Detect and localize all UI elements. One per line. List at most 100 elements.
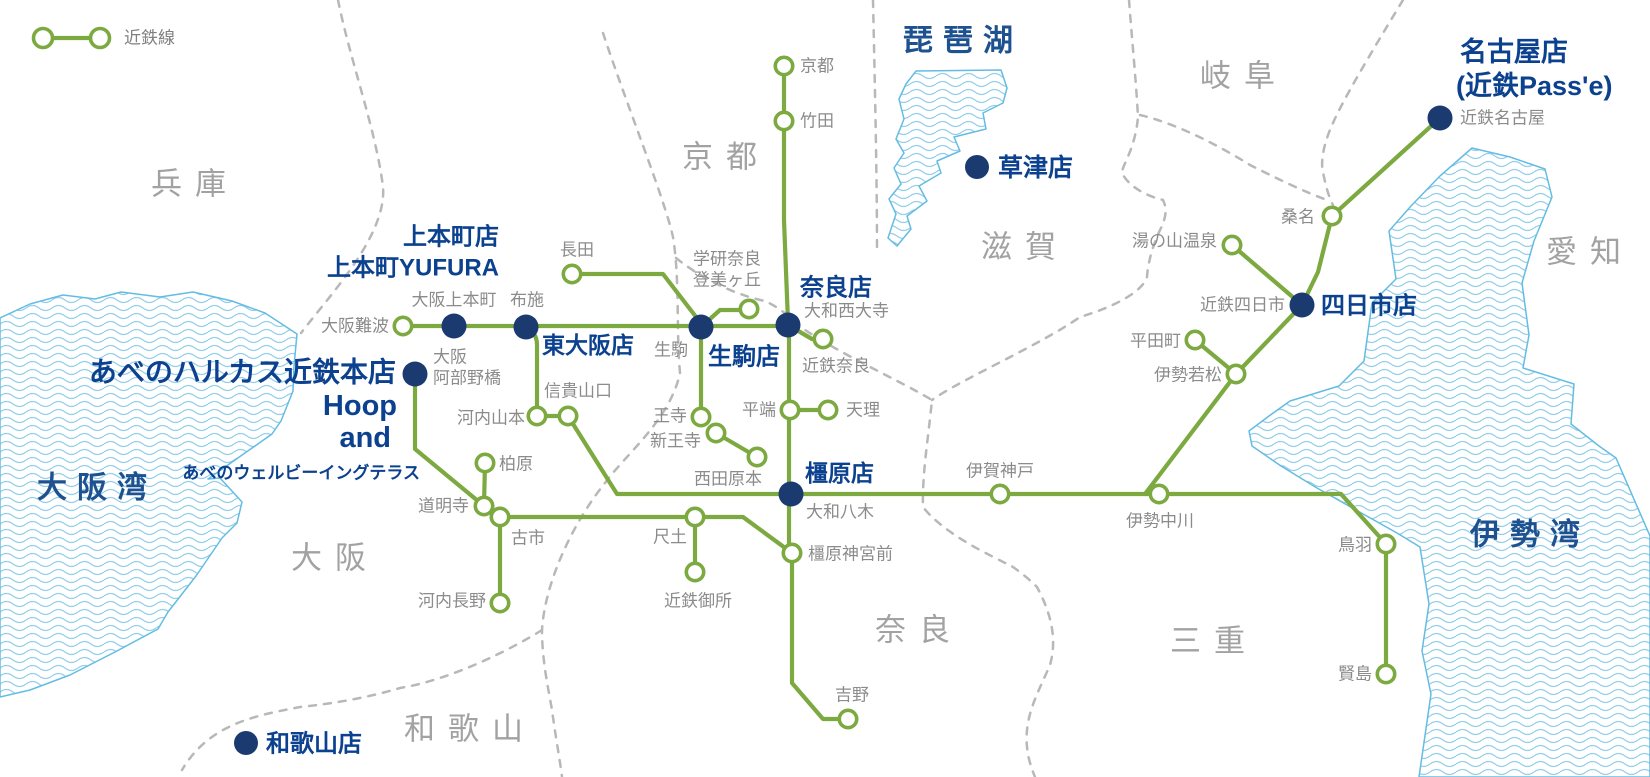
- station-label-osaka-abenobashi: 大阪: [433, 348, 467, 367]
- water-lake-biwa: [887, 69, 1008, 247]
- kusatsu-store-dot[interactable]: [965, 155, 989, 179]
- legend-label: 近鉄線: [124, 29, 175, 48]
- hyogo-osaka-border: [299, 0, 385, 335]
- station-marker-ise-nakagawa: [1148, 483, 1170, 505]
- station-label-furuichi: 古市: [511, 529, 545, 548]
- region-label: 愛知: [1546, 235, 1634, 270]
- station-label-kashikojima: 賢島: [1338, 665, 1372, 684]
- station-label-ise-nakagawa: 伊勢中川: [1126, 512, 1194, 531]
- station-label-kawachi-yamamoto: 河内山本: [457, 409, 525, 428]
- station-label-osaka-namba: 大阪難波: [321, 317, 389, 336]
- station-marker-ikoma: [688, 314, 714, 340]
- region-label: 和歌山: [404, 712, 536, 747]
- station-marker-furuichi: [489, 506, 511, 528]
- station-marker-oji: [690, 406, 712, 428]
- station-marker-kuwana: [1321, 205, 1343, 227]
- station-label-domyoji: 道明寺: [418, 497, 469, 516]
- store-label-uehommachi-yufura[interactable]: 上本町YUFURA: [327, 255, 499, 282]
- store-label-nagoya-store-sub[interactable]: (近鉄Pass'e): [1456, 70, 1612, 101]
- station-marker-hiratacho: [1184, 329, 1206, 351]
- store-label-abeno-harukas-main-store[interactable]: あべのハルカス近鉄本店: [89, 356, 396, 388]
- station-marker-kashiharajingu-mae: [781, 542, 803, 564]
- station-label-ikoma: 生駒: [654, 341, 688, 360]
- station-marker-yoshino: [837, 708, 859, 730]
- station-label-nishi-tawaramoto: 西田原本: [694, 470, 762, 489]
- kyoto-shiga-border: [871, 0, 879, 252]
- station-marker-kintetsu-yokkaichi: [1289, 292, 1315, 318]
- store-label-uehommachi-store[interactable]: 上本町店: [403, 224, 499, 251]
- station-marker-tenri: [817, 399, 839, 421]
- station-marker-yamato-saidaiji: [775, 312, 801, 338]
- station-marker-yunoyama-onsen: [1221, 234, 1243, 256]
- station-marker-gakken-nara-tomigaoka: [738, 298, 760, 320]
- store-label-kusatsu-store[interactable]: 草津店: [998, 154, 1073, 182]
- station-marker-kintetsu-nagoya: [1427, 105, 1453, 131]
- station-label-toba: 鳥羽: [1338, 536, 1372, 555]
- region-label: 京都: [682, 140, 770, 175]
- station-label-nagata: 長田: [560, 241, 594, 260]
- wakayama-north-border: [180, 628, 544, 772]
- station-marker-kashiwara: [474, 452, 496, 474]
- station-label-takeda: 竹田: [800, 112, 834, 131]
- water-osaka-bay: [0, 291, 298, 698]
- station-marker-yamato-yagi: [778, 481, 804, 507]
- water-ise-bay: [1248, 147, 1650, 777]
- station-label-tenri: 天理: [846, 401, 880, 420]
- minami-osaka-line: [412, 371, 487, 509]
- station-marker-ise-wakamatsu: [1225, 363, 1247, 385]
- station-label-fuse: 布施: [510, 291, 544, 310]
- yoshino-line: [789, 550, 851, 722]
- kyoto-osaka-nara-border: [540, 31, 682, 777]
- station-label-kintetsu-yokkaichi: 近鉄四日市: [1200, 296, 1285, 315]
- station-marker-kawachi-yamamoto: [526, 405, 548, 427]
- store-label-kashihara-store[interactable]: 橿原店: [805, 460, 874, 486]
- store-label-nagoya-store[interactable]: 名古屋店: [1460, 36, 1568, 67]
- store-label-wakayama-store[interactable]: 和歌山店: [266, 731, 362, 758]
- wakayama-store-dot[interactable]: [234, 731, 258, 755]
- store-label-higashi-osaka-store[interactable]: 東大阪店: [542, 332, 634, 358]
- station-label-kashiharajingu-mae: 橿原神宮前: [808, 545, 893, 564]
- station-marker-hirahata: [779, 399, 801, 421]
- station-label-kawachinagano: 河内長野: [418, 592, 486, 611]
- station-label-kintetsu-nagoya: 近鉄名古屋: [1460, 109, 1545, 128]
- station-label-kyoto: 京都: [800, 57, 834, 76]
- store-label-nara-store[interactable]: 奈良店: [799, 274, 872, 302]
- region-label: 奈良: [875, 613, 963, 648]
- store-label-and[interactable]: and: [339, 422, 391, 454]
- mie-gifu-east-border: [1138, 113, 1329, 202]
- station-label-yamato-saidaiji: 大和西大寺: [804, 302, 889, 321]
- station-marker-takeda: [773, 110, 795, 132]
- water-label: 大阪湾: [37, 471, 157, 505]
- legend: 近鉄線: [31, 26, 175, 50]
- station-label-ise-wakamatsu: 伊勢若松: [1154, 366, 1222, 385]
- yunoyama-line: [1229, 242, 1305, 308]
- region-label: 岐阜: [1200, 59, 1288, 94]
- station-label-kuwana: 桑名: [1281, 208, 1315, 227]
- station-label-hiratacho: 平田町: [1130, 332, 1181, 351]
- osaka-line-main: [565, 413, 1344, 497]
- nagoya-line: [1142, 115, 1443, 497]
- station-label-kashiwara: 柏原: [499, 455, 533, 474]
- station-marker-nagata: [561, 263, 583, 285]
- region-label: 兵庫: [151, 167, 239, 202]
- station-label-shin-oji: 新王寺: [650, 432, 701, 451]
- station-marker-kashikojima: [1375, 663, 1397, 685]
- store-label-hoop[interactable]: Hoop: [323, 390, 397, 422]
- station-label-kintetsu-nara: 近鉄奈良: [802, 357, 870, 376]
- region-label: 大阪: [291, 541, 379, 576]
- station-label-kintetsu-gose: 近鉄御所: [664, 592, 732, 611]
- station-marker-shin-oji: [705, 422, 727, 444]
- legend-station-icon: [88, 26, 112, 50]
- station-marker-osaka-abenobashi: [402, 361, 428, 387]
- station-marker-kyoto: [773, 55, 795, 77]
- station-marker-toba: [1375, 533, 1397, 555]
- station-label-yunoyama-onsen: 湯の山温泉: [1132, 232, 1217, 251]
- store-label-abeno-wellbeing-terrace[interactable]: あべのウェルビーイングテラス: [182, 463, 420, 483]
- station-label-shakudo: 尺土: [653, 528, 687, 547]
- keihanna-line: [569, 271, 706, 329]
- store-label-ikoma-store[interactable]: 生駒店: [708, 343, 780, 371]
- station-marker-kawachinagano: [489, 592, 511, 614]
- store-label-yokkaichi-store[interactable]: 四日市店: [1321, 292, 1417, 320]
- station-label-osaka-uehommachi: 大阪上本町: [412, 291, 497, 310]
